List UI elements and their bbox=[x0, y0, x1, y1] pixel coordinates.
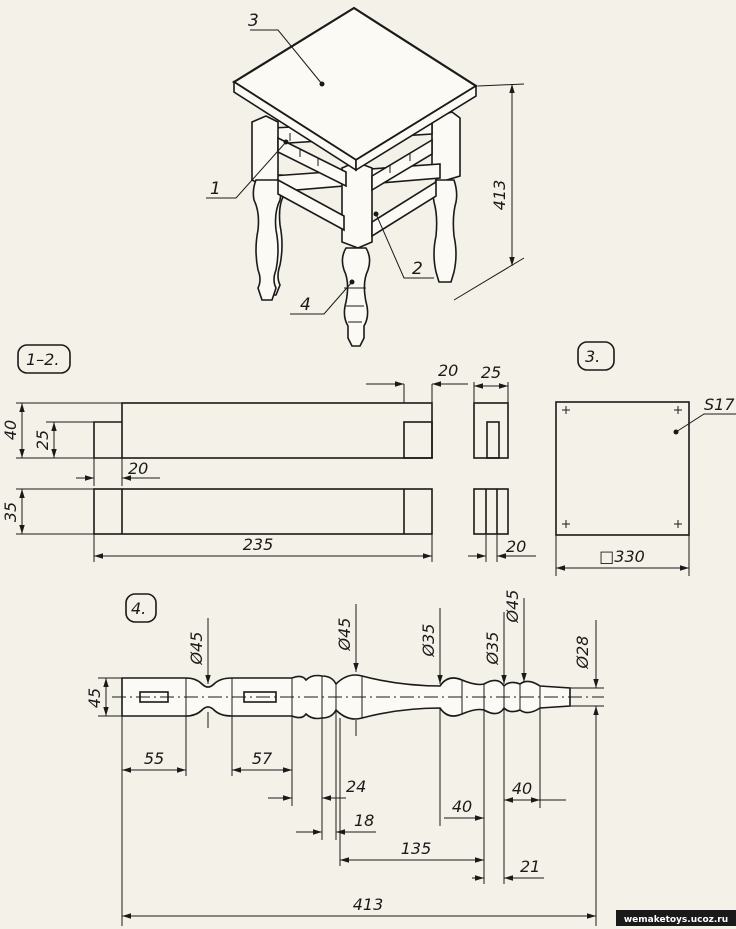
dim-mortise2: 57 bbox=[252, 749, 273, 768]
leg-view: 4. 45 Ø45 Ø45 Ø35 Ø35 Ø45 Ø28 55 57 bbox=[85, 590, 604, 926]
height-dimension: 413 bbox=[453, 83, 525, 301]
dim-bead: 24 bbox=[346, 777, 366, 796]
dim-end-width: 25 bbox=[481, 363, 501, 382]
dim-square: 45 bbox=[85, 688, 104, 708]
leader-dot-1 bbox=[283, 139, 289, 145]
leg-front-left bbox=[251, 115, 282, 301]
dim-d4: Ø35 bbox=[483, 632, 502, 666]
dim-d1: Ø45 bbox=[187, 632, 206, 666]
seat-thickness: S17 bbox=[704, 395, 735, 414]
leader-dot-4 bbox=[349, 279, 355, 285]
seat-view: 3. S17 □330 bbox=[555, 341, 736, 576]
end-view-top bbox=[473, 402, 509, 459]
leg-front-right bbox=[341, 161, 373, 347]
tag-seat: 3. bbox=[585, 347, 600, 366]
part-number-3: 3 bbox=[248, 11, 259, 31]
leader-dot-2 bbox=[373, 211, 379, 217]
tag-box-leg bbox=[125, 593, 157, 623]
top-rail-tenon-right bbox=[403, 421, 433, 459]
height-value: 413 bbox=[490, 180, 509, 211]
tag-rails: 1–2. bbox=[26, 350, 59, 369]
rails-view: 1–2. 20 40 25 20 35 235 25 bbox=[1, 344, 536, 562]
dim-d6: Ø28 bbox=[573, 636, 592, 670]
dim-tenon-len-top: 20 bbox=[438, 361, 458, 380]
top-rail bbox=[121, 402, 433, 459]
dim-bottom-height: 35 bbox=[1, 502, 20, 522]
dim-d2: Ø45 bbox=[335, 618, 354, 652]
dim-vase: 135 bbox=[401, 839, 432, 858]
tag-box-seat bbox=[577, 341, 615, 371]
watermark: wemaketoys.ucoz.ru bbox=[616, 910, 736, 926]
tag-box-rails bbox=[17, 344, 71, 374]
dim-ring: 18 bbox=[354, 811, 374, 830]
leg-back-right bbox=[431, 111, 461, 283]
dim-seg1: 40 bbox=[452, 797, 472, 816]
leader-2 bbox=[375, 213, 434, 279]
top-rail-tenon-left bbox=[93, 421, 122, 459]
tag-leg: 4. bbox=[131, 599, 146, 618]
leader-4 bbox=[290, 281, 353, 315]
dim-d5: Ø45 bbox=[503, 590, 522, 624]
leader-1 bbox=[206, 141, 287, 199]
leader-3 bbox=[250, 29, 323, 85]
part-number-1: 1 bbox=[210, 179, 221, 199]
dim-total: 413 bbox=[353, 895, 384, 914]
part-number-2: 2 bbox=[412, 259, 423, 279]
dim-tenon-height: 25 bbox=[33, 430, 52, 450]
seat-panel bbox=[231, 6, 479, 172]
dim-mortise1: 55 bbox=[144, 749, 164, 768]
dim-end-offset: 20 bbox=[128, 459, 148, 478]
watermark-text: wemaketoys.ucoz.ru bbox=[624, 915, 728, 925]
seat-size: □330 bbox=[599, 547, 645, 566]
dim-top-height: 40 bbox=[1, 420, 20, 440]
bottom-rail bbox=[93, 488, 433, 535]
rail-set-front bbox=[277, 136, 437, 238]
seat-plan bbox=[555, 401, 690, 536]
dim-seg2: 40 bbox=[512, 779, 532, 798]
part-number-4: 4 bbox=[300, 295, 311, 315]
dim-neck: 21 bbox=[520, 857, 540, 876]
leader-dot-3 bbox=[319, 81, 325, 87]
dim-end-depth: 20 bbox=[506, 537, 526, 556]
assembly-view: 3 1 2 4 413 bbox=[206, 6, 525, 347]
dim-rail-length: 235 bbox=[243, 535, 274, 554]
dim-d3: Ø35 bbox=[419, 624, 438, 658]
end-view-bottom bbox=[473, 488, 509, 535]
